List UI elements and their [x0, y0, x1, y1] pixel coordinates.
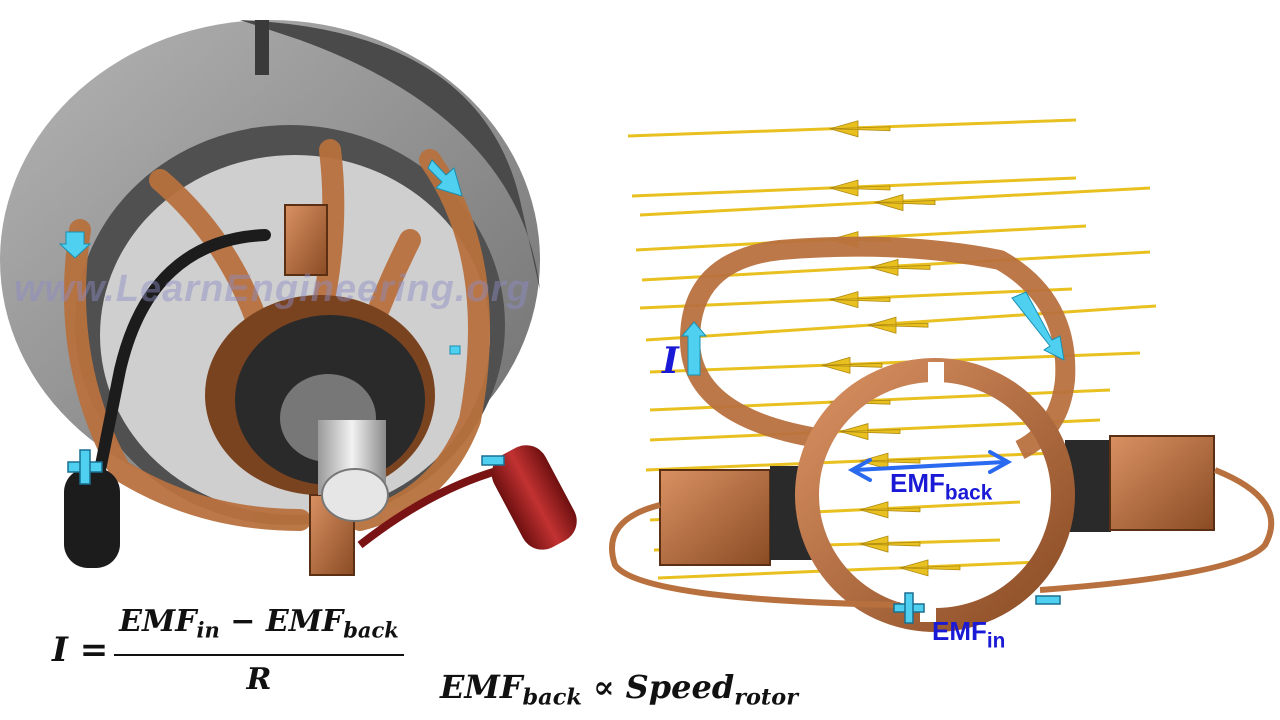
current-label: I: [662, 340, 679, 382]
left-minus-terminal-icon: [481, 455, 505, 466]
field-arrowhead: [828, 291, 891, 309]
field-arrowhead: [868, 258, 931, 276]
external-circuit-wire: [609, 467, 1275, 608]
field-line: [657, 560, 1041, 580]
field-arrowhead: [828, 179, 891, 197]
emf-back-label: EMFback: [890, 468, 993, 505]
right-plus-terminal-icon: [893, 592, 925, 624]
equation-fraction: EMFin − EMFback R: [114, 600, 404, 700]
fraction-bar: [114, 654, 404, 657]
field-arrowhead: [858, 535, 921, 553]
back-emf-proportionality: EMFback ∝ Speedrotor: [440, 668, 799, 711]
field-arrowhead: [866, 316, 929, 334]
armature-loop-illustration: [609, 118, 1275, 632]
field-arrowhead: [838, 423, 901, 441]
field-arrowhead: [820, 356, 883, 374]
dc-motor-illustration: [0, 20, 577, 576]
right-minus-terminal-icon: [1035, 595, 1061, 605]
armature-coil: [680, 236, 1076, 459]
field-arrowhead: [858, 501, 921, 519]
equation-numerator: EMFin − EMFback: [119, 604, 399, 643]
right-current-arrows: [680, 291, 1065, 376]
field-line: [645, 304, 1157, 342]
field-arrowhead: [828, 120, 891, 138]
left-current-arrows: [58, 159, 463, 355]
emf-in-label: EMFin: [932, 616, 1006, 653]
equation-lhs: I =: [52, 630, 109, 670]
commutator-ring: [795, 358, 1075, 632]
left-plus-terminal-icon: [67, 449, 103, 485]
current-equation: I = EMFin − EMFback R: [52, 600, 412, 700]
field-arrowhead: [873, 194, 936, 212]
magnet-blocks: [659, 435, 1215, 566]
field-arrowhead: [858, 452, 921, 470]
equation-denominator: R: [246, 662, 272, 698]
rotor-shaft: [280, 374, 389, 522]
red-lead-positive: [357, 445, 577, 550]
field-arrowhead: [898, 559, 961, 577]
emf-back-arrows: [847, 450, 1013, 482]
black-lead-negative: [64, 229, 271, 568]
